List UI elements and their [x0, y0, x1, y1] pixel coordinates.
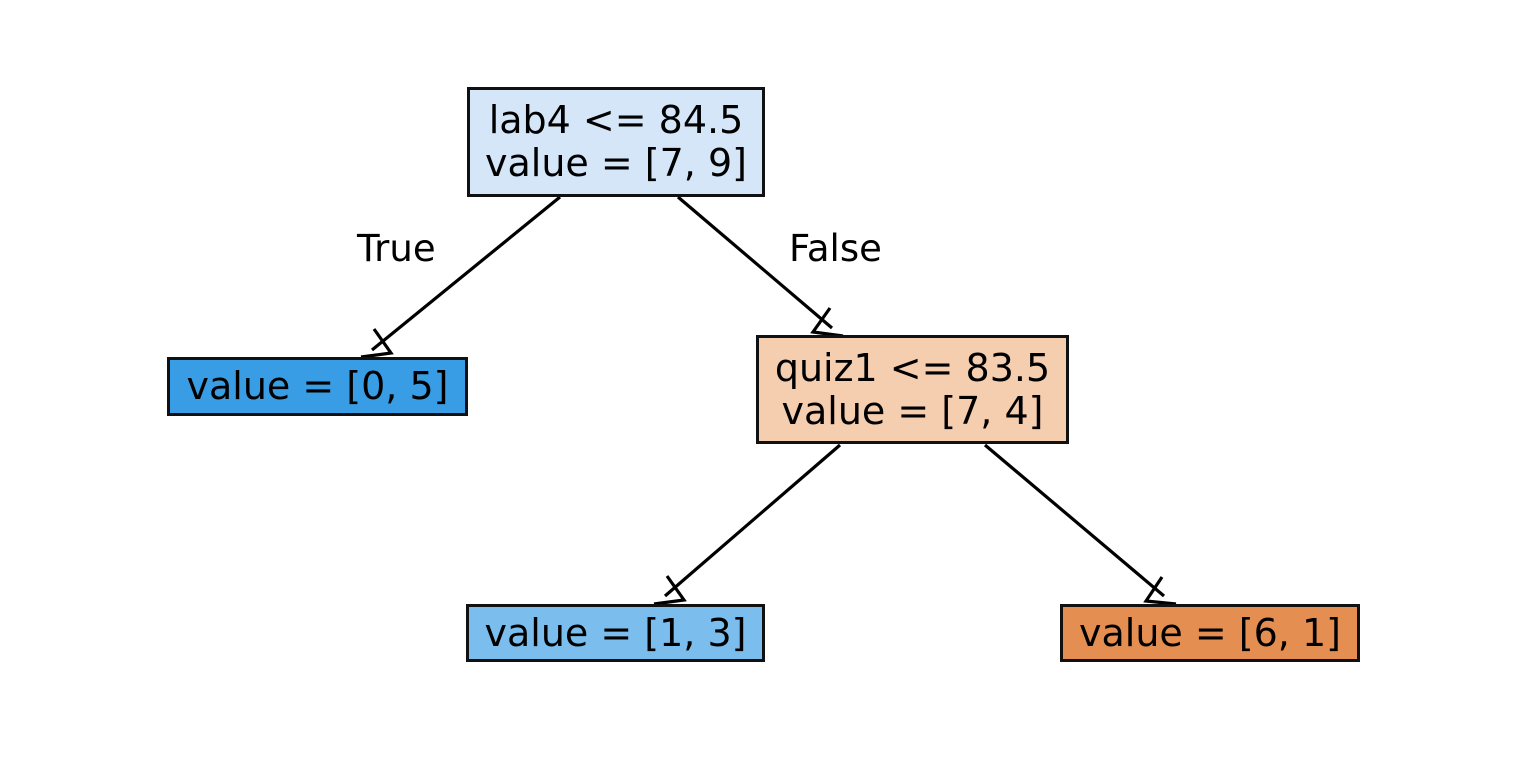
edge-label-true: True	[357, 227, 436, 270]
tree-node-value: value = [7, 9]	[485, 141, 747, 185]
edge-right-branch-to-right-leaf	[983, 443, 1177, 606]
tree-node-root[interactable]: lab4 <= 84.5 value = [7, 9]	[467, 87, 765, 197]
edge-right-branch-to-mid-leaf	[653, 443, 842, 606]
tree-node-mid-leaf[interactable]: value = [1, 3]	[466, 604, 765, 662]
edge-root-to-left-leaf	[360, 195, 562, 359]
tree-node-left-leaf[interactable]: value = [0, 5]	[167, 357, 468, 416]
edge-label-false: False	[789, 227, 882, 270]
tree-node-value: value = [1, 3]	[484, 610, 747, 655]
tree-node-value: value = [7, 4]	[781, 388, 1044, 433]
tree-node-right-branch[interactable]: quiz1 <= 83.5 value = [7, 4]	[756, 335, 1069, 444]
tree-node-value: value = [6, 1]	[1079, 610, 1341, 655]
tree-node-condition: quiz1 <= 83.5	[774, 345, 1051, 390]
tree-node-right-leaf[interactable]: value = [6, 1]	[1060, 604, 1360, 662]
tree-node-value: value = [0, 5]	[186, 364, 449, 409]
tree-node-condition: lab4 <= 84.5	[488, 98, 744, 143]
edge-root-to-right-branch	[676, 195, 844, 338]
